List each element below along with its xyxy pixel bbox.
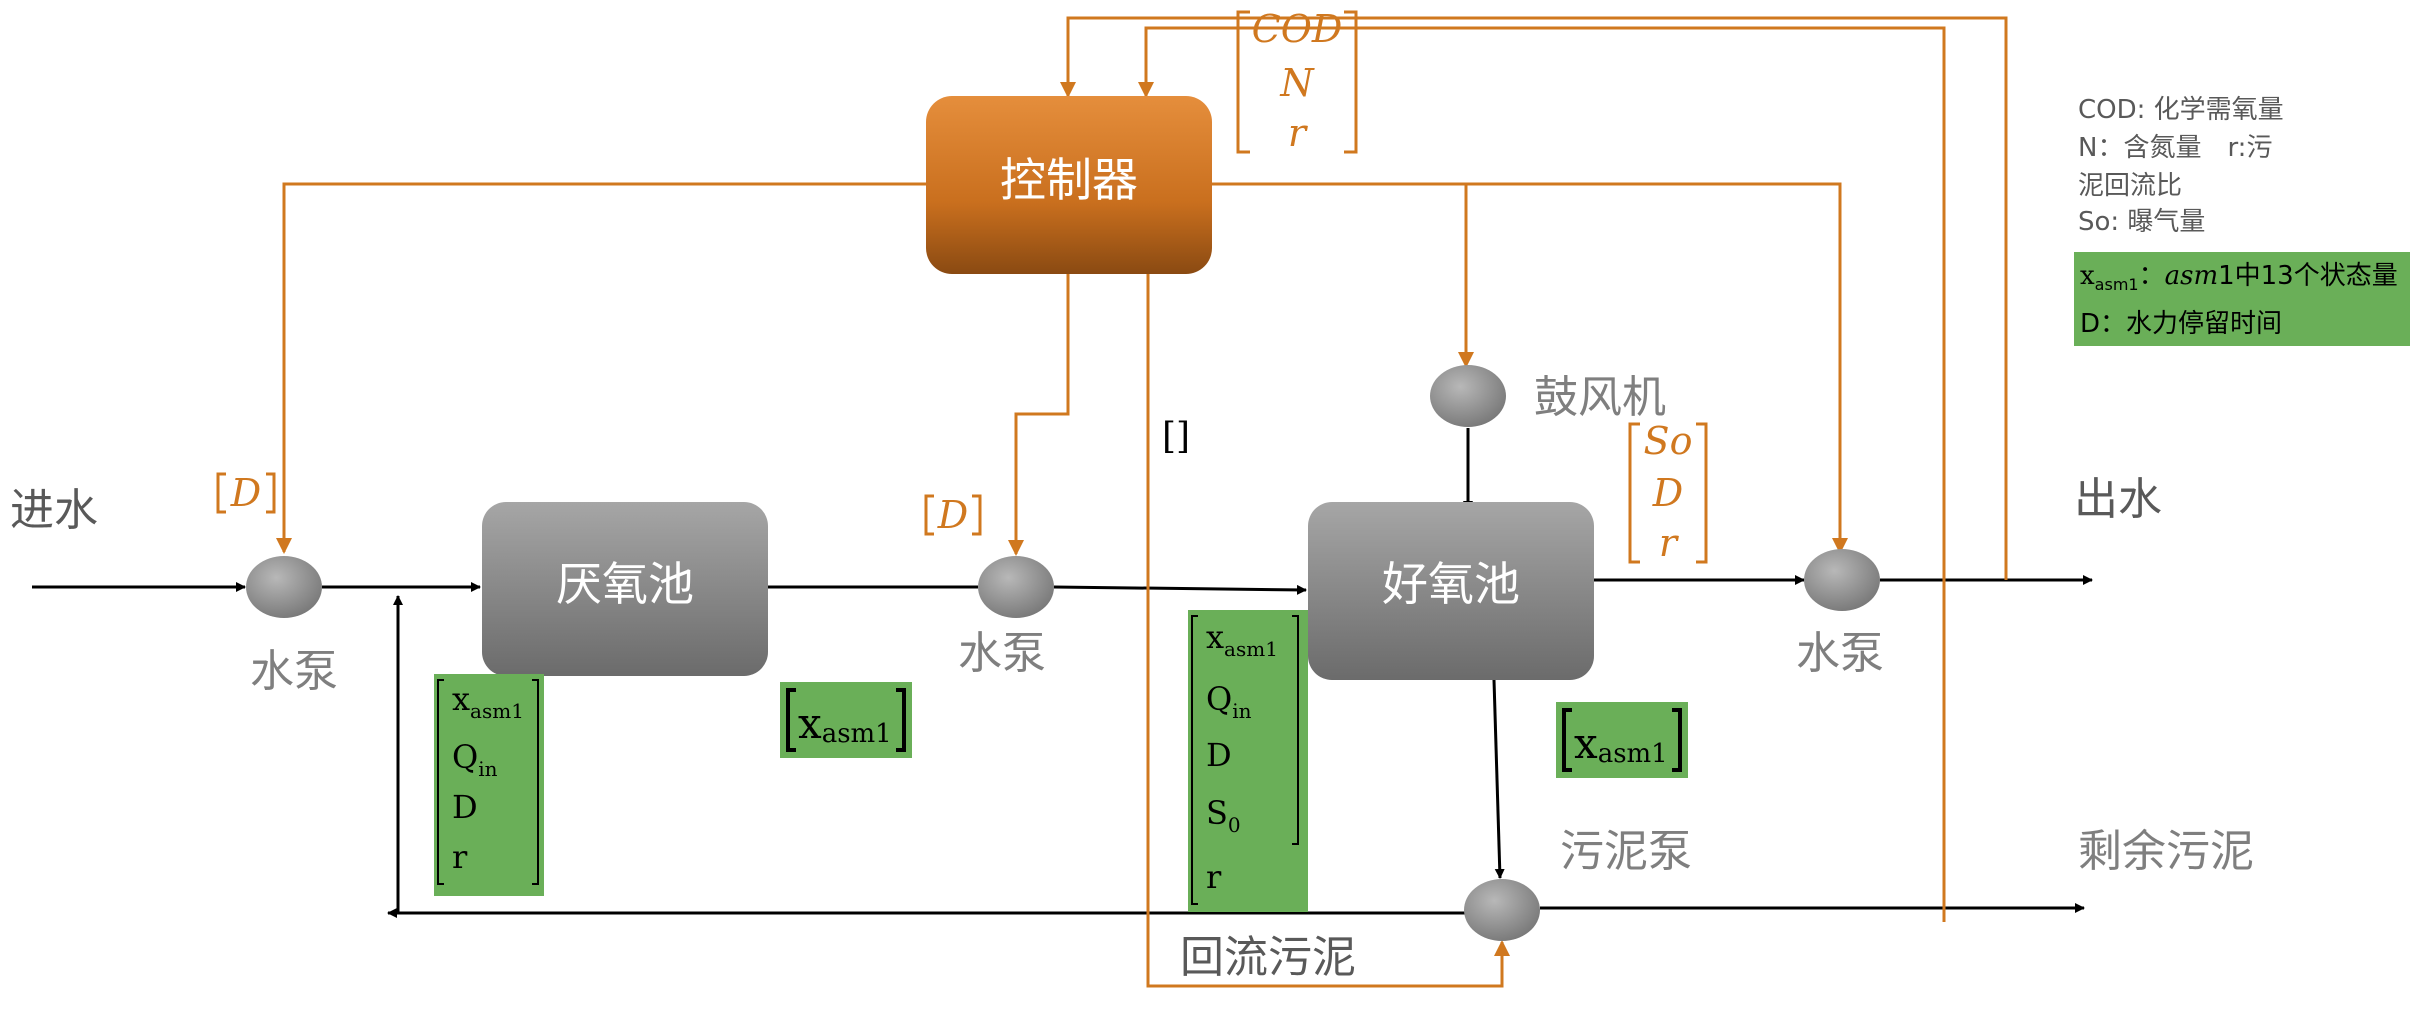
anaerobic-in-x-sub: asm1 [470,699,524,723]
aerobic-input-vector [1628,422,1708,564]
svg-text:xasm1: xasm1 [1206,618,1278,661]
pump2-icon [978,556,1054,618]
svg-text:S0: S0 [1206,794,1241,837]
outflow-feedback-line [1060,16,2008,580]
aerobic-so: So [1644,419,1693,463]
feedback-n: N [1279,61,1315,105]
aerobic-output-vector: xasm1 [1556,702,1688,778]
anaerobic-in-q: Q [452,738,478,776]
svg-text:xasm1: xasm1 [798,699,892,749]
anaerobic-label: 厌氧池 [556,557,694,611]
anaerobic-tank: 厌氧池 [482,502,768,676]
controller-label: 控制器 [1000,153,1138,207]
svg-text:xasm1: xasm1 [1574,719,1668,769]
aerobic-d: D [1652,471,1683,515]
pump3-icon [1804,549,1880,611]
feedback-r: r [1288,111,1309,155]
aerobic-tank: 好氧池 [1308,502,1594,680]
sludge-pump-label: 污泥泵 [1560,826,1692,877]
controller-to-blower-line [1210,182,1474,368]
empty-bracket: [] [1162,416,1190,457]
aerobic-r: r [1659,521,1680,565]
aerobic-in-s-sub: 0 [1228,813,1241,837]
legend-green1-asm: asm [2165,261,2219,291]
aerobic-input-state-vector: xasm1 Qin D S0 r [1188,610,1308,912]
svg-text:Qin: Qin [452,738,498,781]
legend-green1-sub: asm1 [2095,275,2139,294]
aerobic-in-s: S [1206,794,1228,832]
svg-text:xasm1：asm1中13个状态量: xasm1：asm1中13个状态量 [2080,261,2398,294]
aerobic-label: 好氧池 [1382,557,1520,611]
aerobic-to-sludge-pump-arrow [1492,679,1505,879]
pump2-to-aerobic-arrow [1053,584,1307,595]
feedback-vector [1236,10,1358,154]
anaerobic-out-x-sub: asm1 [822,719,892,749]
legend-line4: So: 曝气量 [2078,207,2205,237]
pump2-label: 水泵 [958,628,1046,679]
feedback-cod: COD [1252,7,1343,51]
legend: COD: 化学需氧量 N：含氮量 r:污 泥回流比 So: 曝气量 xasm1：… [2074,95,2410,346]
legend-green1-x: x [2080,261,2095,291]
aerobic-in-x-sub: asm1 [1224,637,1278,661]
sludge-pump-icon [1464,879,1540,941]
aerobic-out-x-sub: asm1 [1598,739,1668,769]
controller-to-pump3-line [1466,182,1848,554]
pump2-d: D [937,493,968,537]
legend-line3: 泥回流比 [2078,171,2182,201]
blower-label: 鼓风机 [1534,372,1666,423]
aerobic-out-x: x [1574,719,1598,768]
legend-green1-sep: ： [2139,261,2165,291]
aerobic-in-r: r [1206,858,1222,896]
sludge-feedback-line [1138,26,1946,922]
orange-control-lines [276,16,2008,988]
svg-text:xasm1: xasm1 [452,680,524,723]
controller-to-pump1-line [276,182,930,554]
black-flow-lines [32,428,2093,918]
legend-green-box [2074,252,2410,346]
anaerobic-in-r: r [452,838,468,876]
aerobic-in-q-sub: in [1232,699,1251,723]
pump3-label: 水泵 [1796,628,1884,679]
aerobic-in-x: x [1206,618,1224,656]
outflow-label: 出水 [2074,474,2162,525]
aerobic-in-q: Q [1206,680,1232,718]
anaerobic-in-x: x [452,680,470,718]
pump1-label: 水泵 [250,646,338,697]
anaerobic-out-x: x [798,699,822,748]
controller-box: 控制器 [926,96,1212,274]
legend-line2: N：含氮量 r:污 [2078,133,2272,163]
pump1-d-vector [216,472,276,514]
anaerobic-in-q-sub: in [478,757,497,781]
pump1-d: D [230,471,261,515]
svg-text:Qin: Qin [1206,680,1252,723]
blower-icon [1430,365,1506,427]
aerobic-in-d: D [1206,736,1232,774]
anaerobic-input-vector: xasm1 Qin D r [434,674,544,896]
controller-to-pump2-line [1008,274,1070,556]
inflow-label: 进水 [10,485,98,536]
legend-line1: COD: 化学需氧量 [2078,95,2284,125]
controller-to-sludge-pump-line [1146,274,1510,988]
legend-green2: D：水力停留时间 [2080,309,2282,339]
pump2-d-vector [924,494,982,536]
anaerobic-output-vector: xasm1 [780,682,912,758]
return-sludge-label: 回流污泥 [1180,932,1356,983]
pump1-icon [246,556,322,618]
legend-green1-rest: 1中13个状态量 [2218,261,2398,291]
excess-sludge-label: 剩余污泥 [2078,826,2254,877]
anaerobic-in-d: D [452,788,478,826]
